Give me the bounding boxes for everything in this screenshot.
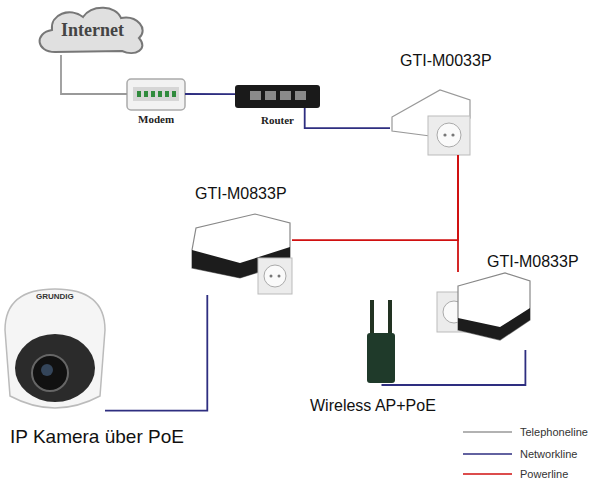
- cable-line: [185, 93, 235, 95]
- node-label: Router: [261, 114, 294, 126]
- modem-icon: [127, 79, 185, 110]
- node-label: GTI-M0833P: [195, 185, 287, 203]
- legend-label: Telephoneline: [520, 426, 588, 438]
- node-label: IP Kamera über PoE: [10, 426, 184, 448]
- access-point-icon: [367, 300, 395, 383]
- router-icon: [235, 85, 320, 108]
- legend-line: [463, 431, 512, 433]
- node-label: GTI-M0833P: [487, 253, 579, 271]
- cable-line: [105, 295, 207, 411]
- powerline-adapter-icon: [192, 214, 292, 294]
- cable-line: [382, 350, 526, 385]
- powerline-adapter-icon: [437, 273, 530, 340]
- cloud-node: Internet: [40, 5, 145, 55]
- legend-label: Networkline: [520, 448, 577, 460]
- adapter-node: GTI-M0833P: [437, 272, 530, 350]
- adapter-node: GTI-M0833P: [190, 213, 292, 295]
- router-node: Router: [235, 84, 320, 108]
- node-label: Internet: [61, 20, 124, 41]
- access-point-node: Wireless AP+PoE: [365, 300, 398, 385]
- legend-label: Powerline: [520, 468, 568, 480]
- brand-label: GRUNDIG: [36, 292, 74, 301]
- camera-node: IP Kamera über PoE: [2, 285, 105, 420]
- dome-camera-icon: [5, 289, 105, 408]
- adapter-node: GTI-M0033P: [390, 88, 470, 155]
- internet-cloud: [40, 8, 143, 53]
- legend-line: [463, 473, 512, 475]
- powerline-adapter-icon: [392, 90, 470, 155]
- cable-line: [457, 155, 459, 272]
- cable-line: [61, 55, 127, 94]
- node-label: GTI-M0033P: [400, 52, 492, 70]
- legend-line: [463, 453, 512, 455]
- cable-line: [305, 108, 390, 128]
- node-label: Modem: [138, 113, 174, 125]
- cable-line: [292, 155, 458, 240]
- node-label: Wireless AP+PoE: [310, 397, 436, 415]
- modem-node: Modem: [127, 78, 185, 110]
